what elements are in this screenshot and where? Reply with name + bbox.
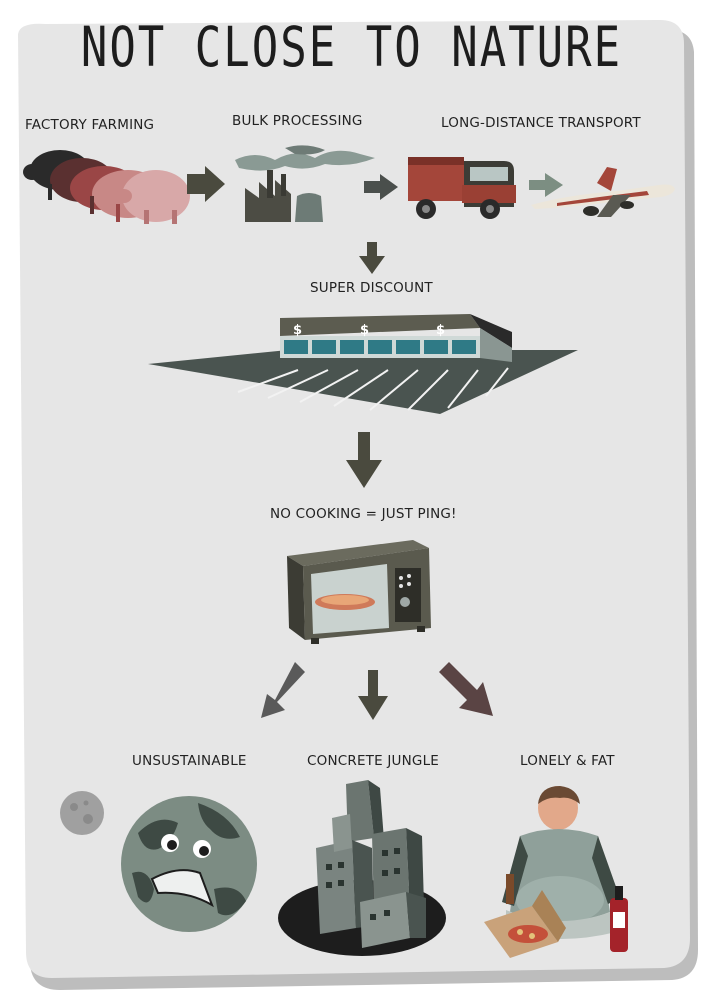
airplane-icon <box>531 167 675 217</box>
arrow-down-icon <box>358 670 388 720</box>
arrow-down-left-icon <box>261 662 305 718</box>
truck-icon <box>408 157 516 219</box>
dollar-sign-2: $ <box>360 323 369 338</box>
poster-title: NOT CLOSE TO NATURE <box>80 16 623 80</box>
arrow-right-icon <box>364 174 398 200</box>
label-super-discount: SUPER DISCOUNT <box>310 280 433 296</box>
arrow-right-icon <box>187 166 225 202</box>
arrow-down-icon <box>346 432 382 488</box>
dollar-sign-1: $ <box>293 323 302 338</box>
arrow-right-icon <box>529 173 563 197</box>
pig-herd-icon <box>23 150 190 224</box>
sad-earth-icon <box>121 796 257 932</box>
dollar-sign-3: $ <box>436 323 445 338</box>
label-no-cooking: NO COOKING = JUST PING! <box>270 506 457 522</box>
arrow-down-icon <box>359 242 385 274</box>
label-lonely-fat: LONELY & FAT <box>520 753 615 769</box>
lonely-man-icon <box>484 786 628 958</box>
supermarket-icon: $ $ $ <box>148 314 578 414</box>
microwave-icon <box>287 540 431 644</box>
label-concrete-jungle: CONCRETE JUNGLE <box>307 753 440 769</box>
label-factory-farming: FACTORY FARMING <box>25 117 155 133</box>
label-unsustainable: UNSUSTAINABLE <box>132 753 247 769</box>
label-bulk-processing: BULK PROCESSING <box>232 113 363 129</box>
moon-icon <box>60 791 104 835</box>
arrow-down-right-icon <box>439 662 493 716</box>
label-long-distance-transport: LONG-DISTANCE TRANSPORT <box>441 115 641 131</box>
city-buildings-icon <box>278 780 446 956</box>
factory-icon <box>235 145 375 222</box>
